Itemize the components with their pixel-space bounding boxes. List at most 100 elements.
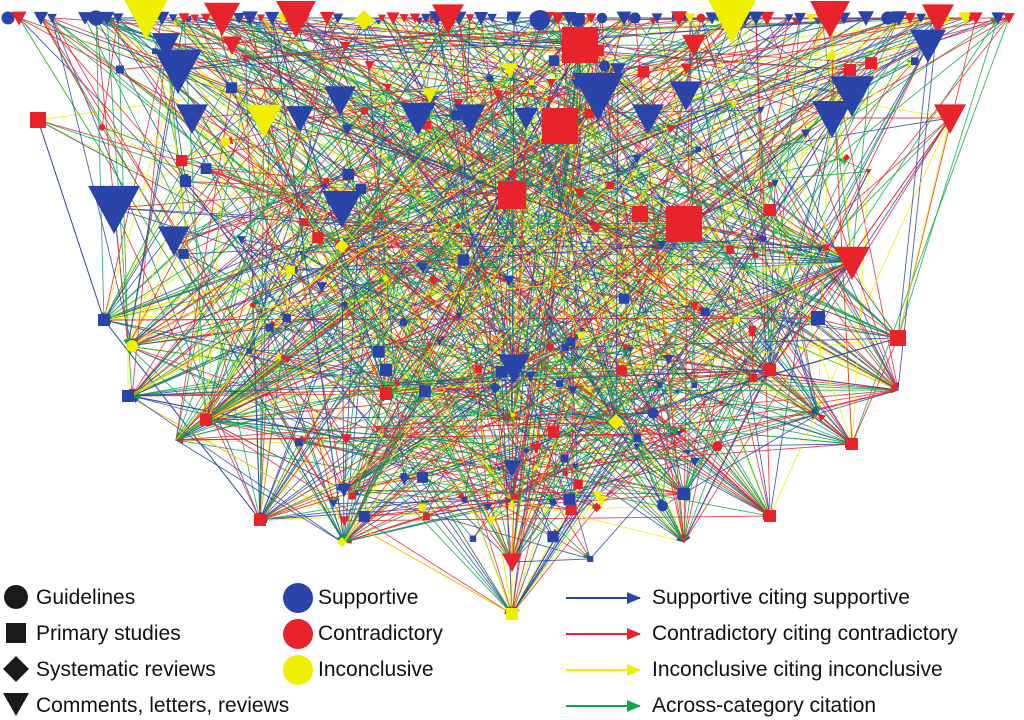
publication-nodes xyxy=(1,0,1015,620)
supportive-comment-node xyxy=(631,154,642,164)
contradictory-comment-node xyxy=(934,104,966,134)
contradictory-primary-study-node xyxy=(616,365,627,376)
citation-edge xyxy=(127,369,771,397)
citation-edge xyxy=(301,253,515,369)
supportive-comment-node xyxy=(676,431,683,437)
citation-edge xyxy=(511,495,599,615)
supportive-comment-node xyxy=(78,12,92,25)
legend-item-across-category-citation: Across-category citation xyxy=(566,694,876,717)
citation-edge xyxy=(511,558,591,563)
citation-edge xyxy=(127,87,388,347)
supportive-comment-node xyxy=(651,13,663,24)
supportive-primary-study-node xyxy=(633,434,642,443)
supportive-comment-node xyxy=(168,14,178,23)
legend-label: Contradictory xyxy=(318,622,443,645)
contradictory-primary-study-node xyxy=(666,206,702,242)
legend-label: Across-category citation xyxy=(652,694,876,717)
contradictory-primary-study-node xyxy=(380,388,392,400)
inconclusive-primary-study-node xyxy=(418,503,426,511)
citation-edge xyxy=(511,17,939,196)
legend-finding-categories: Supportive Contradictory Inconclusive xyxy=(283,583,443,685)
citation-edge xyxy=(175,117,419,441)
contradictory-primary-study-node xyxy=(498,181,526,209)
contradictory-primary-study-node xyxy=(844,64,856,76)
contradictory-comment-node xyxy=(256,14,266,23)
supportive-comment-node xyxy=(436,340,443,346)
citation-edge xyxy=(511,376,531,563)
supportive-comment-node xyxy=(858,11,874,26)
supportive-comment-node xyxy=(112,13,124,24)
citation-edge xyxy=(205,279,434,421)
inconclusive-systematic-review-node xyxy=(337,537,347,547)
contradictory-primary-study-node xyxy=(30,112,46,128)
contradictory-comment-node xyxy=(452,98,464,110)
citation-edge xyxy=(259,442,300,521)
contradictory-comment-node xyxy=(222,36,242,55)
contradictory-primary-study-node xyxy=(348,492,356,500)
supportive-comment-node xyxy=(816,246,824,254)
citation-edge xyxy=(817,17,834,415)
supportive-comment-node xyxy=(400,102,436,136)
citation-edge xyxy=(127,194,513,397)
citation-edge xyxy=(304,17,900,223)
citation-edge xyxy=(205,168,771,372)
contradictory-primary-study-node xyxy=(562,27,598,63)
citation-edge xyxy=(553,60,899,391)
supportive-guideline-node xyxy=(599,60,611,72)
supportive-guideline-node xyxy=(571,13,585,27)
legend-item-supportive: Supportive xyxy=(283,583,418,613)
citation-edge xyxy=(175,113,590,441)
contradictory-guideline-node xyxy=(712,440,723,452)
legend-label: Supportive citing supportive xyxy=(652,586,910,609)
citation-edge xyxy=(421,506,513,615)
citation-edge xyxy=(511,509,572,615)
citation-edge xyxy=(205,141,226,421)
citation-edge xyxy=(597,49,819,319)
citation-edge xyxy=(693,44,899,391)
citation-edge xyxy=(402,17,867,324)
supportive-guideline-node xyxy=(647,407,659,419)
inconclusive-primary-study-node xyxy=(733,316,740,323)
citation-edge xyxy=(642,71,899,391)
supportive-guideline-node xyxy=(524,447,530,454)
citation-edge xyxy=(127,345,398,384)
citation-edge xyxy=(535,17,899,339)
citation-edge xyxy=(369,64,532,83)
citation-edge xyxy=(480,17,685,543)
diamond-icon xyxy=(3,656,29,682)
supportive-primary-study-node xyxy=(548,55,560,66)
citation-edge xyxy=(18,17,387,395)
citation-edge xyxy=(689,17,773,517)
contradictory-comment-node xyxy=(680,63,693,75)
supportive-primary-study-node xyxy=(560,454,569,463)
citation-edge xyxy=(511,117,833,615)
supportive-comment-node xyxy=(670,81,702,111)
supportive-comment-node xyxy=(663,355,674,365)
citation-edge xyxy=(589,369,771,390)
supportive-comment-node xyxy=(503,460,521,477)
citation-edge xyxy=(392,17,572,510)
citation-edge xyxy=(205,174,349,421)
citation-edge xyxy=(173,17,460,241)
citation-edge xyxy=(300,252,427,517)
supportive-comment-node xyxy=(176,104,208,134)
citation-edge xyxy=(101,126,591,390)
citation-edge xyxy=(37,119,106,321)
citation-edge xyxy=(183,17,387,395)
citation-edge xyxy=(507,17,559,369)
citation-edge xyxy=(131,395,347,440)
contradictory-systematic-review-node xyxy=(428,274,439,285)
supportive-comment-node xyxy=(298,251,305,257)
citation-edge xyxy=(205,280,509,421)
citation-edge xyxy=(897,17,939,391)
contradictory-comment-node xyxy=(386,12,400,25)
inconclusive-color-icon xyxy=(283,655,313,685)
citation-edge xyxy=(720,44,929,404)
citation-edge xyxy=(508,125,561,563)
supportive-primary-study-node xyxy=(380,364,392,376)
citation-edge xyxy=(259,489,345,521)
citation-edge xyxy=(282,356,570,500)
inconclusive-systematic-review-node xyxy=(608,414,624,430)
citation-edge xyxy=(103,69,179,321)
supportive-primary-study-node xyxy=(451,110,462,121)
